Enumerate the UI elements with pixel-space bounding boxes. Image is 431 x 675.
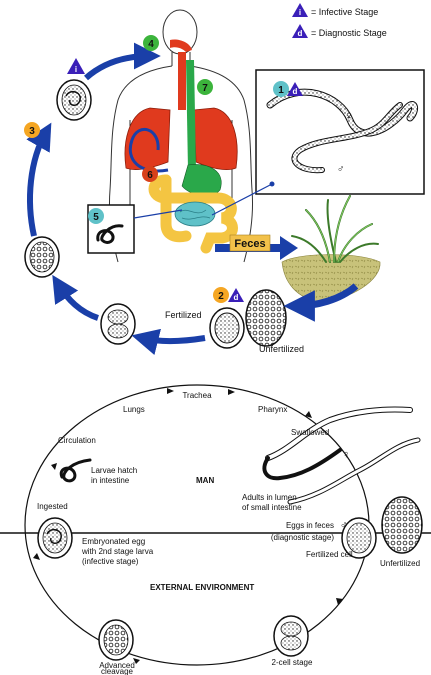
label-lungs: Lungs	[123, 405, 145, 414]
diagnostic-badge-2-letter: d	[234, 293, 239, 302]
diagnostic-legend-item: d = Diagnostic Stage	[292, 24, 387, 38]
label-swallowed: Swallowed	[291, 428, 329, 437]
label-in-intestine: in intestine	[91, 476, 130, 485]
label-larvae-hatch: Larvae hatch	[91, 466, 137, 475]
fertilized-label: Fertilized	[165, 310, 202, 320]
step-1-number: 1	[278, 85, 284, 96]
label-unfertilized: Unfertilized	[380, 559, 420, 568]
diagnostic-legend-text: = Diagnostic Stage	[311, 28, 387, 38]
infective-legend-text: = Infective Stage	[311, 7, 378, 17]
label-embryonated-egg: Embryonated egg	[82, 537, 145, 546]
infective-badge-letter: i	[299, 8, 301, 17]
unfertilized-label: Unfertilized	[259, 344, 304, 354]
stomach	[182, 164, 221, 195]
step-3-number: 3	[29, 126, 35, 137]
unfertilized-egg	[246, 290, 286, 346]
egg-ingested	[38, 518, 72, 558]
label-2-cell-stage: 2-cell stage	[272, 658, 313, 667]
label-adults-in-lumen: Adults in lumen	[242, 493, 297, 502]
soil-with-grass	[282, 196, 380, 302]
label-pharynx: Pharynx	[258, 405, 287, 414]
label-2nd-stage-larva: with 2nd stage larva	[81, 547, 154, 556]
label-fertilized-cell: Fertilized cell	[306, 550, 353, 559]
egg-advanced-cleavage	[25, 237, 59, 277]
bottom-female-symbol: ♀	[342, 449, 350, 461]
label-ingested: Ingested	[37, 502, 68, 511]
esophagus	[186, 60, 196, 170]
top-life-cycle-diagram: i = Infective Stage d = Diagnostic Stage	[24, 3, 424, 354]
infective-badge-3-letter: i	[75, 65, 77, 74]
egg-unfertilized	[382, 497, 422, 553]
label-diagnostic-stage: (diagnostic stage)	[271, 533, 334, 542]
legend: i = Infective Stage d = Diagnostic Stage	[292, 3, 387, 38]
diagnostic-badge-letter: d	[298, 29, 303, 38]
fertilized-egg	[210, 308, 244, 348]
pointer-dot	[270, 182, 275, 187]
step-7-number: 7	[202, 83, 208, 94]
bottom-life-cycle-diagram: ♀ ♂ Trachea Lungs Pharynx	[0, 385, 431, 675]
egg-embryonated	[57, 80, 91, 120]
larva-drawing	[61, 460, 90, 481]
diagnostic-badge-1-letter: d	[293, 87, 298, 96]
infective-legend-item: i = Infective Stage	[292, 3, 378, 17]
label-external-environment: EXTERNAL ENVIRONMENT	[150, 583, 254, 592]
label-eggs-in-feces: Eggs in feces	[286, 521, 334, 530]
feces-label: Feces	[234, 238, 265, 250]
female-symbol: ♀	[344, 108, 354, 123]
trachea	[178, 52, 186, 110]
label-cleavage: cleavage	[101, 667, 134, 675]
step-6-number: 6	[147, 170, 153, 181]
step-2-number: 2	[218, 291, 224, 302]
label-trachea: Trachea	[182, 391, 212, 400]
label-small-intestine: of small intestine	[242, 503, 302, 512]
label-circulation: Circulation	[58, 436, 96, 445]
label-infective-stage: (infective stage)	[82, 557, 139, 566]
egg-2cell-bottom	[274, 616, 308, 656]
male-symbol: ♂	[337, 164, 345, 175]
label-man: MAN	[196, 476, 214, 485]
lungs	[125, 108, 237, 170]
step-5-number: 5	[93, 212, 99, 223]
egg-2cell	[101, 304, 135, 344]
egg-advanced-cleavage-bottom	[99, 620, 133, 660]
step-4-number: 4	[148, 39, 154, 50]
